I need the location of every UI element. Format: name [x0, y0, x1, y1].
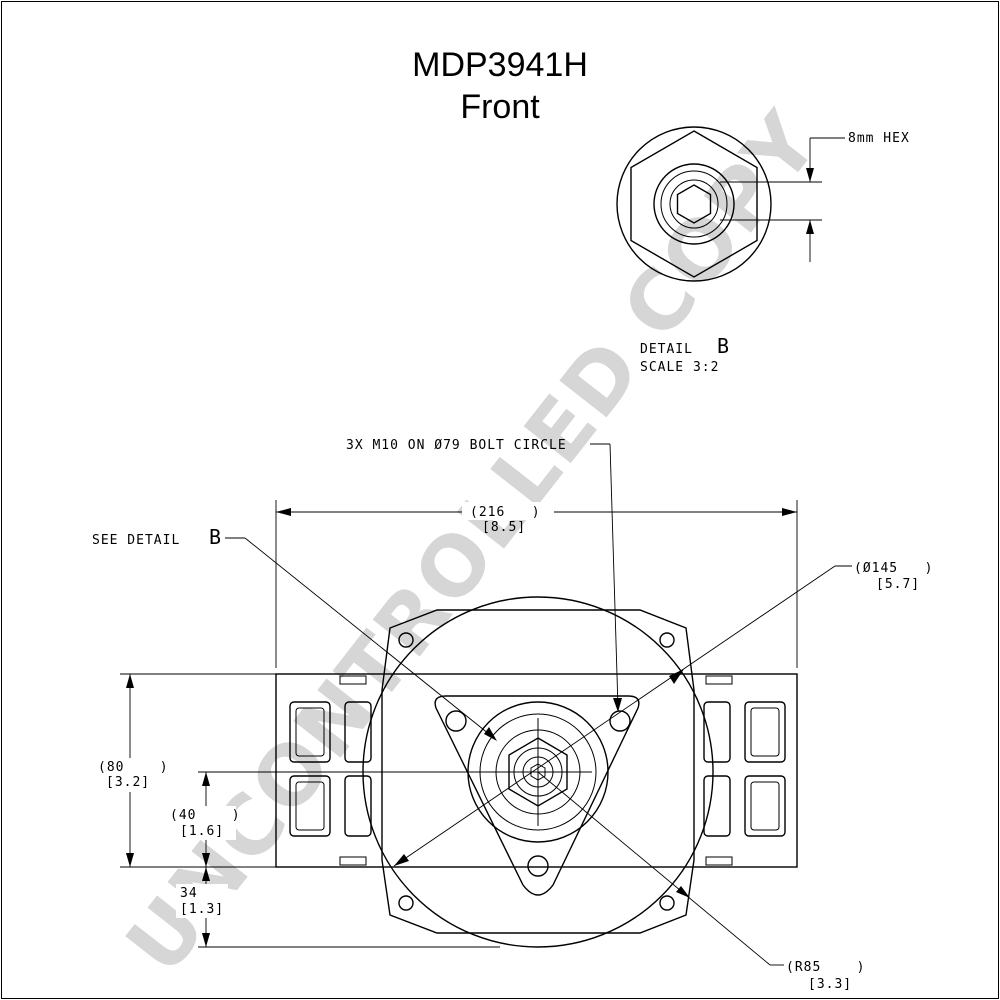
base-tab-bl	[339, 856, 367, 866]
slot-right-top-inner	[750, 707, 780, 757]
ear-hole-bl	[398, 895, 414, 911]
width-arrow-right	[782, 508, 797, 516]
height-arrow-bottom	[126, 853, 134, 867]
bolt-circle-leader-v	[609, 443, 619, 709]
detail-inner-circle-1	[660, 170, 728, 238]
bottom-arrow-top	[202, 867, 210, 881]
radius-dim-line	[537, 771, 771, 966]
detail-scale: SCALE 3:2	[640, 360, 719, 375]
width-mm-label: (216 )	[470, 505, 541, 520]
hex-label: 8mm HEX	[848, 131, 910, 146]
width-arrow-left	[276, 508, 291, 516]
slot-left-bottom-inner	[295, 781, 325, 831]
width-label-bg	[462, 502, 554, 520]
center-arrow-bottom	[202, 853, 210, 867]
detail-hex-nut	[630, 130, 758, 278]
front-view: (216 ) [8.5]	[92, 438, 933, 992]
slot-right-top-2	[703, 701, 731, 763]
slot-right-bottom-2	[703, 775, 731, 837]
detail-b-view: 8mm HEX DETAIL B SCALE 3:2	[616, 126, 910, 375]
see-detail-letter: B	[209, 525, 221, 549]
detail-outer-circle	[616, 126, 772, 282]
base-tab-tr	[705, 675, 733, 685]
base-tab-br	[705, 856, 733, 866]
detail-washer-circle	[653, 163, 735, 245]
mounting-base	[275, 673, 798, 868]
detail-word: DETAIL	[640, 342, 693, 357]
detail-hex-socket	[676, 184, 712, 224]
bottom-label-bg	[176, 884, 228, 918]
flange-bolt-left	[445, 710, 467, 732]
see-detail-arrow	[484, 727, 497, 741]
bottom-mm-label: 34	[180, 886, 198, 901]
height-in-label: [3.2]	[106, 775, 150, 790]
center-mm-label: (40 )	[170, 808, 241, 823]
radius-in-label: [3.3]	[808, 977, 852, 992]
part-number-title: MDP3941H	[412, 46, 588, 84]
see-detail-callout: SEE DETAIL	[92, 533, 180, 548]
diameter-arrow-lower	[394, 854, 409, 866]
slot-left-top-inner	[295, 707, 325, 757]
radius-mm-label: (R85 )	[786, 960, 865, 975]
diameter-in-label: [5.7]	[876, 577, 920, 592]
diameter-mm-label: (Ø145 )	[854, 561, 933, 576]
bottom-in-label: [1.3]	[180, 902, 224, 917]
hex-arrow-bottom	[806, 220, 814, 234]
center-in-label: [1.6]	[180, 824, 224, 839]
slot-right-bottom-inner	[750, 781, 780, 831]
slot-right-bottom-outer	[744, 775, 786, 837]
width-in-label: [8.5]	[482, 520, 526, 535]
diameter-dim-line	[393, 565, 836, 867]
diameter-arrow-upper	[669, 669, 684, 684]
bottom-arrow-bottom	[202, 933, 210, 947]
slot-left-top-2	[344, 701, 372, 763]
base-tab-tl	[339, 675, 367, 685]
bolt-circle-callout: 3X M10 ON Ø79 BOLT CIRCLE	[346, 438, 567, 453]
center-arrow-top	[202, 772, 210, 786]
height-label-bg	[96, 758, 166, 792]
flange-bolt-bottom	[527, 855, 549, 877]
center-label-bg	[168, 806, 236, 840]
hex-arrow-top	[806, 168, 814, 182]
housing-outline	[381, 609, 695, 934]
slot-left-top-outer	[289, 701, 331, 763]
slot-right-top-outer	[744, 701, 786, 763]
ear-hole-tr	[659, 632, 675, 648]
ear-hole-br	[659, 895, 675, 911]
bolt-circle-arrow	[613, 698, 622, 712]
flange-bolt-right	[609, 710, 631, 732]
slot-left-bottom-outer	[289, 775, 331, 837]
slot-left-bottom-2	[344, 775, 372, 837]
detail-letter: B	[717, 334, 729, 358]
see-detail-leader	[244, 537, 495, 739]
ear-hole-tl	[398, 632, 414, 648]
radius-arrow	[676, 886, 690, 898]
detail-inner-circle-2	[669, 179, 719, 229]
height-arrow-top	[126, 674, 134, 688]
view-title: Front	[460, 88, 540, 126]
height-mm-label: (80 )	[98, 760, 169, 775]
